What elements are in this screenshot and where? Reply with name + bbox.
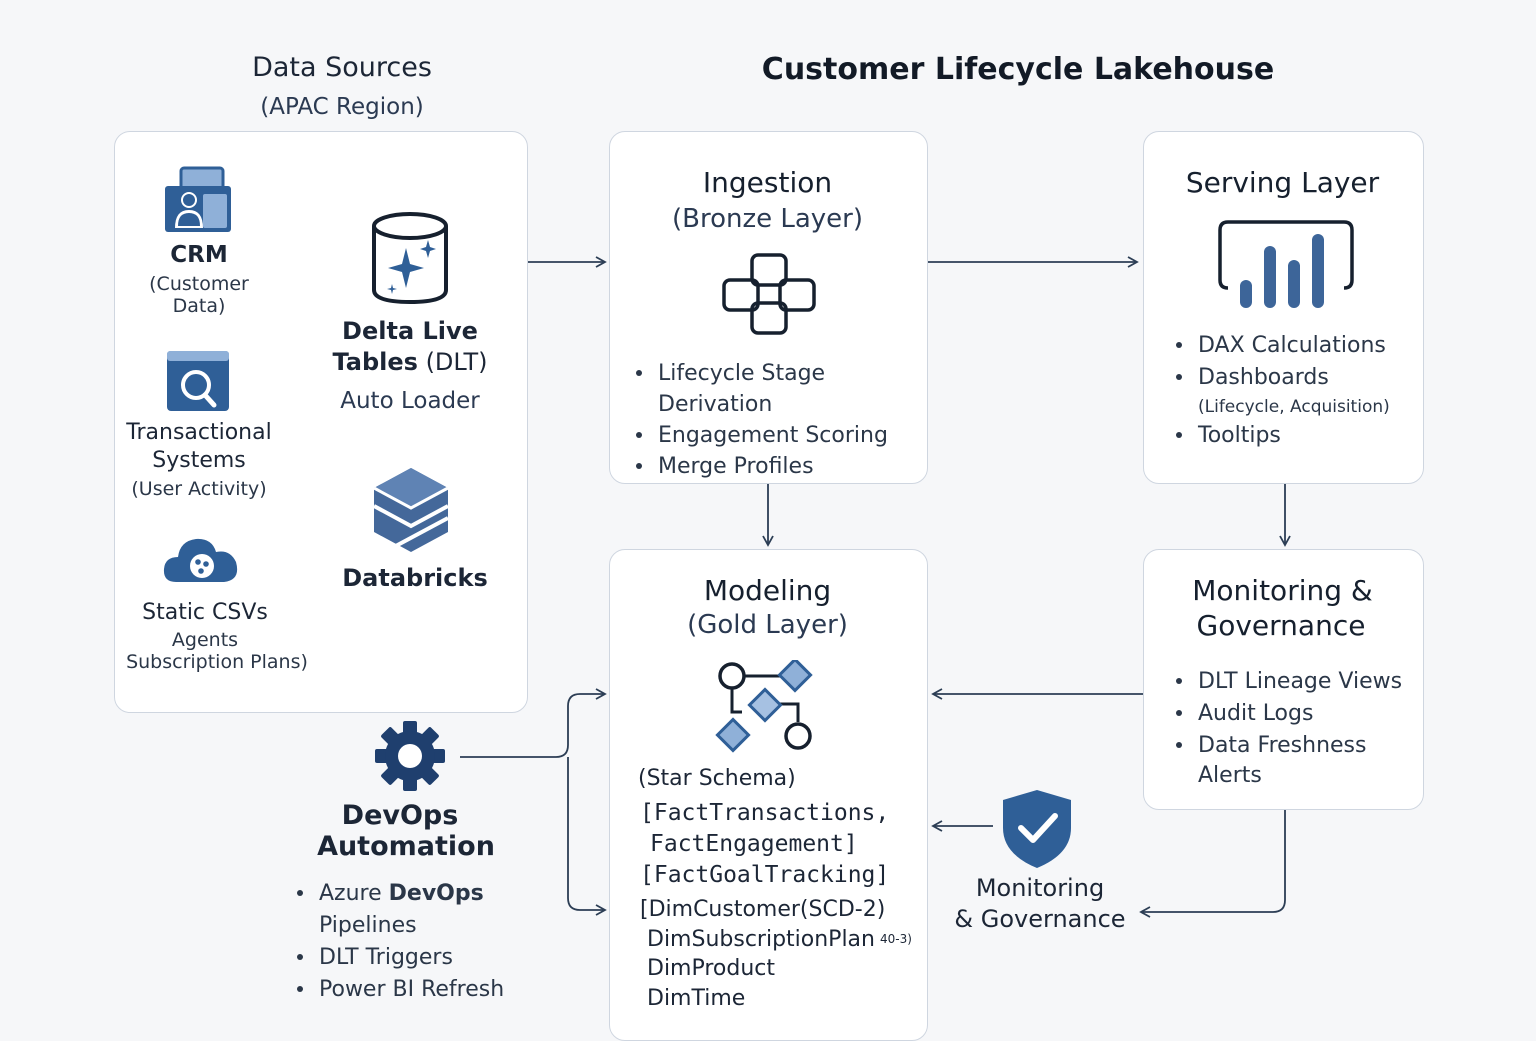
governance-node-label-2: & Governance — [954, 905, 1126, 933]
blocks-icon — [722, 253, 816, 337]
fact-line-3: [FactGoalTracking] — [640, 862, 890, 888]
transactional-label-1: Transactional — [126, 420, 272, 445]
crm-detail-1: (Customer — [149, 273, 249, 295]
monitoring-list: DLT Lineage Views Audit Logs Data Freshn… — [1172, 666, 1417, 790]
devops-list: Azure DevOps Pipelines DLT Triggers Powe… — [293, 878, 533, 1006]
crm-icon — [163, 166, 235, 236]
csv-detail-1: Agents — [171, 629, 239, 651]
gear-icon — [374, 720, 446, 792]
auto-loader-label: Auto Loader — [340, 388, 480, 414]
modeling-title: Modeling — [703, 574, 832, 607]
dlt-abbrev-text: (DLT) — [417, 348, 488, 376]
csv-detail-2: Subscription Plans) — [126, 651, 308, 673]
list-item: Dashboards — [1172, 362, 1412, 394]
schema-label: (Star Schema) — [638, 766, 796, 791]
schema-graph-icon — [714, 657, 818, 754]
ingestion-panel — [609, 131, 928, 484]
dashboards-note: (Lifecycle, Acquisition) — [1198, 397, 1390, 417]
list-item: Lifecycle Stage Derivation — [632, 358, 932, 420]
list-item: Power BI Refresh — [293, 974, 533, 1006]
list-item: Data Freshness — [1172, 730, 1417, 762]
transactional-detail: (User Activity) — [131, 478, 267, 500]
ingestion-list: Lifecycle Stage Derivation Engagement Sc… — [632, 358, 932, 482]
dim-product: DimProduct — [647, 956, 776, 981]
ingestion-title: Ingestion — [702, 166, 833, 199]
transactional-label-2: Systems — [152, 448, 246, 473]
search-database-icon — [166, 350, 230, 412]
ingestion-subtitle: (Bronze Layer) — [671, 204, 864, 234]
fact-line-2: FactEngagement] — [650, 831, 858, 857]
monitoring-title-2: Governance — [1196, 609, 1366, 642]
dim-subscription: DimSubscriptionPlan — [647, 927, 875, 952]
dim-subscription-note: 40-3) — [880, 932, 912, 946]
crm-detail-2: Data) — [172, 295, 226, 317]
list-item: DLT Lineage Views — [1172, 666, 1417, 698]
list-item: Audit Logs — [1172, 698, 1417, 730]
databricks-label: Databricks — [342, 564, 488, 592]
list-item: Merge Profiles — [632, 451, 932, 482]
data-sources-region: (APAC Region) — [260, 94, 424, 120]
list-item: Tooltips — [1172, 420, 1412, 452]
devops-item-cont: Pipelines — [319, 913, 417, 938]
list-item: Azure DevOps — [293, 878, 533, 910]
modeling-panel — [609, 549, 928, 1041]
database-sparkle-icon — [368, 210, 452, 306]
devops-title-1: DevOps — [341, 800, 459, 831]
monitoring-item-cont: Alerts — [1198, 763, 1262, 788]
dlt-label-2: Tables (DLT) — [320, 348, 500, 376]
devops-connector-lower — [567, 757, 607, 916]
monitoring-to-governance-arrow — [1139, 810, 1286, 918]
fact-line-1: [FactTransactions, — [640, 800, 890, 826]
cloud-icon — [162, 532, 240, 584]
serving-list: DAX Calculations Dashboards (Lifecycle, … — [1172, 330, 1412, 452]
list-item: DLT Triggers — [293, 942, 533, 974]
devops-title-2: Automation — [317, 831, 495, 862]
main-title: Customer Lifecycle Lakehouse — [761, 52, 1275, 87]
dlt-label-1: Delta Live — [342, 317, 478, 345]
modeling-subtitle: (Gold Layer) — [687, 610, 848, 640]
bar-chart-icon — [1218, 220, 1354, 310]
shield-check-icon — [1001, 788, 1073, 870]
dim-customer: [DimCustomer(SCD-2) — [640, 897, 886, 922]
data-sources-title: Data Sources — [252, 52, 432, 83]
dlt-tables-text: Tables — [332, 348, 418, 376]
list-item: Engagement Scoring — [632, 420, 932, 451]
databricks-icon — [372, 466, 450, 554]
governance-node-label-1: Monitoring — [975, 874, 1105, 902]
crm-label: CRM — [170, 242, 228, 268]
devops-item-devops: DevOps — [388, 881, 484, 906]
csv-label: Static CSVs — [142, 600, 268, 625]
monitoring-title-1: Monitoring & — [1192, 574, 1373, 607]
serving-panel — [1143, 131, 1424, 484]
monitoring-panel — [1143, 549, 1424, 810]
dim-time: DimTime — [647, 986, 746, 1011]
list-item: DAX Calculations — [1172, 330, 1412, 362]
devops-item-azure: Azure — [319, 881, 389, 906]
serving-title: Serving Layer — [1185, 166, 1380, 199]
